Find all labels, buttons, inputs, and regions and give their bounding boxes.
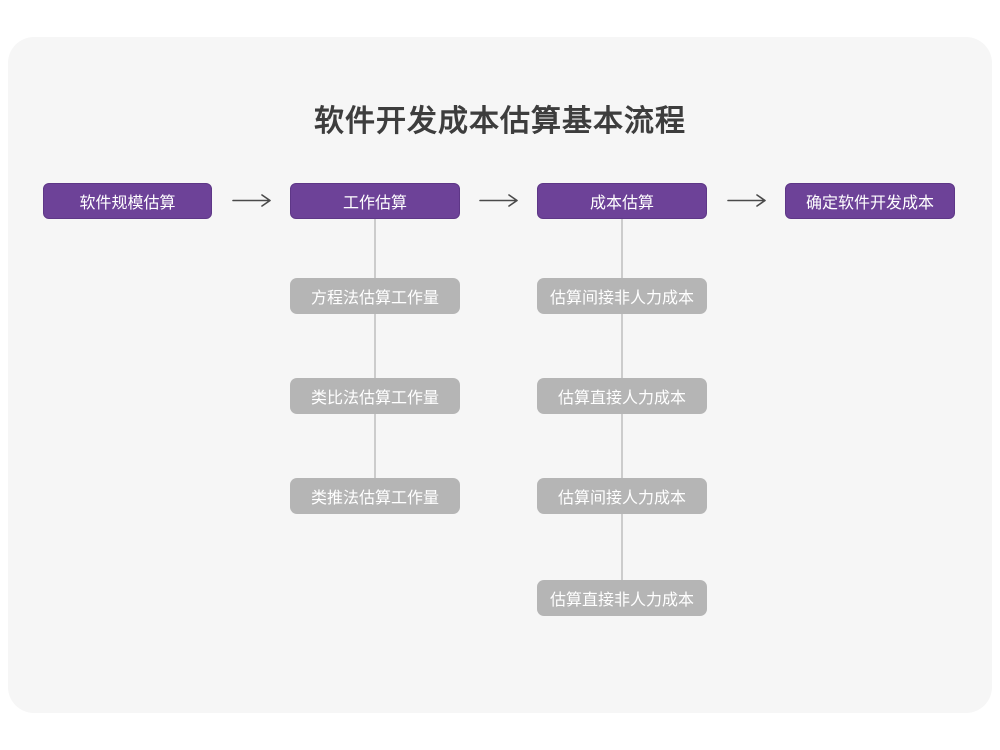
sub-node-direct-nonlabor-cost: 估算直接非人力成本	[537, 580, 707, 616]
flow-node-determine-dev-cost: 确定软件开发成本	[785, 183, 955, 219]
flow-node-work-estimation: 工作估算	[290, 183, 460, 219]
right-arrow-icon	[232, 193, 272, 208]
connector-line-work-column	[374, 219, 376, 497]
flow-node-software-scale-estimation: 软件规模估算	[43, 183, 212, 219]
sub-node-equation-method: 方程法估算工作量	[290, 278, 460, 314]
diagram-canvas-card	[8, 37, 992, 713]
sub-node-analogy-method: 类比法估算工作量	[290, 378, 460, 414]
node-label: 估算间接人力成本	[557, 490, 686, 507]
sub-node-direct-labor-cost: 估算直接人力成本	[537, 378, 707, 414]
node-label: 成本估算	[589, 195, 654, 212]
node-label: 方程法估算工作量	[310, 290, 439, 307]
node-label: 估算直接人力成本	[557, 390, 686, 407]
sub-node-indirect-nonlabor-cost: 估算间接非人力成本	[537, 278, 707, 314]
node-label: 工作估算	[342, 195, 407, 212]
right-arrow-icon	[479, 193, 519, 208]
right-arrow-icon	[727, 193, 767, 208]
sub-node-indirect-labor-cost: 估算间接人力成本	[537, 478, 707, 514]
node-label: 类比法估算工作量	[310, 390, 439, 407]
node-label: 类推法估算工作量	[310, 490, 439, 507]
diagram-title: 软件开发成本估算基本流程	[314, 105, 686, 138]
node-label: 确定软件开发成本	[805, 195, 934, 212]
flow-node-cost-estimation: 成本估算	[537, 183, 707, 219]
node-label: 估算直接非人力成本	[549, 592, 694, 609]
node-label: 估算间接非人力成本	[549, 290, 694, 307]
sub-node-extrapolation-method: 类推法估算工作量	[290, 478, 460, 514]
node-label: 软件规模估算	[79, 195, 176, 212]
